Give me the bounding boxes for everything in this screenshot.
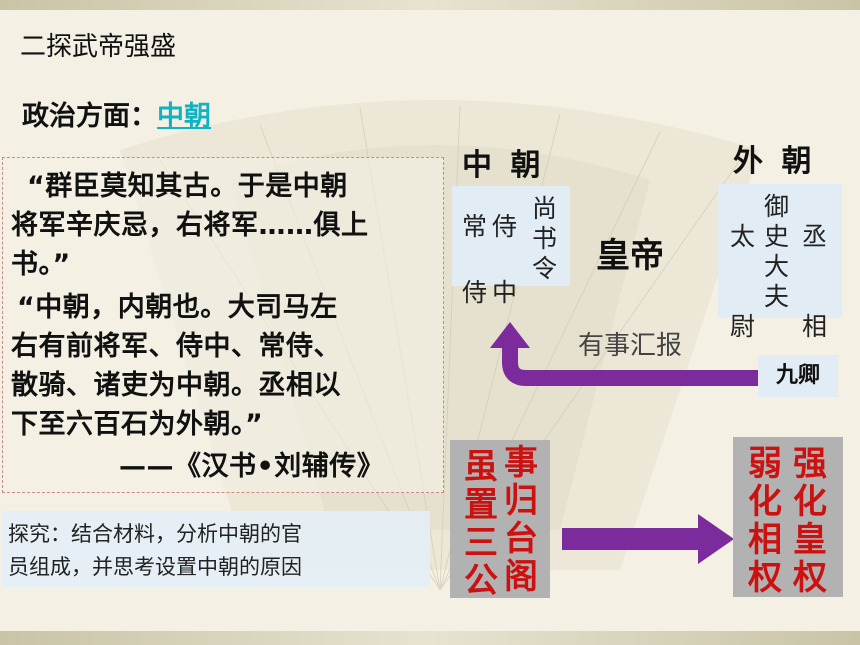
politics-heading: 政治方面：中朝 [22, 94, 211, 133]
quote-line: 下至六百石为外朝。” [11, 409, 264, 440]
red-col-weaken-chancellor: 弱化相权 [748, 444, 782, 598]
historical-quote-box: “群臣莫知其古。于是中朝 将军辛庆忌，右将军……俱上 书。” “中朝，内朝也。大… [2, 157, 444, 493]
red-col-strengthen-emperor: 强化皇权 [793, 444, 827, 598]
official-changshi: 常侍 [462, 212, 488, 307]
official-yushidafu: 御史大夫 [764, 192, 790, 311]
quote-line: 右有前将军、侍中、常侍、 [11, 331, 341, 362]
nine-ministers-label: 九卿 [758, 355, 838, 397]
red-col-three-dukes: 虽置三公 [464, 447, 498, 601]
official-chengxiang: 丞相 [802, 222, 828, 341]
quote-line: 将军辛庆忌，右将军……俱上 [11, 210, 369, 241]
result-arrow [562, 514, 734, 564]
official-shangshuling: 尚书令 [532, 194, 558, 283]
bottom-decorative-band [0, 631, 860, 645]
politics-label: 政治方面： [22, 101, 157, 132]
inner-court-heading: 中 朝 [462, 148, 545, 183]
report-flow-arrow [490, 322, 760, 386]
council-secretariat-box: 虽置三公 事归台阁 [450, 440, 550, 601]
report-label: 有事汇报 [578, 331, 683, 361]
quote-line: 书。” [11, 249, 71, 280]
emperor-label: 皇帝 [596, 236, 664, 276]
quote-line: “中朝，内朝也。大司马左 [17, 292, 338, 323]
top-decorative-band [0, 0, 860, 10]
power-result-box: 弱化相权 强化皇权 [733, 437, 843, 597]
inquiry-line-1: 探究：结合材料，分析中朝的官 [8, 522, 302, 546]
section-title: 二探武帝强盛 [20, 32, 177, 62]
inquiry-line-2: 员组成，并思考设置中朝的原因 [8, 555, 302, 579]
quote-line: 散骑、诸吏为中朝。丞相以 [11, 370, 341, 401]
inner-court-link[interactable]: 中朝 [157, 101, 211, 132]
inquiry-prompt-box: 探究：结合材料，分析中朝的官 员组成，并思考设置中朝的原因 [2, 511, 430, 587]
inner-court-officials-box: 常侍 侍中 尚书令 [452, 186, 570, 307]
outer-court-officials-box: 太尉 御史大夫 丞相 [718, 184, 842, 341]
quote-source: ——《汉书•刘辅传》 [119, 451, 385, 482]
quote-line: “群臣莫知其古。于是中朝 [27, 171, 348, 202]
red-col-secretariat: 事归台阁 [504, 443, 538, 597]
outer-court-heading: 外 朝 [733, 144, 816, 179]
official-shizhong: 侍中 [492, 212, 518, 307]
official-taiwei: 太尉 [730, 222, 756, 341]
